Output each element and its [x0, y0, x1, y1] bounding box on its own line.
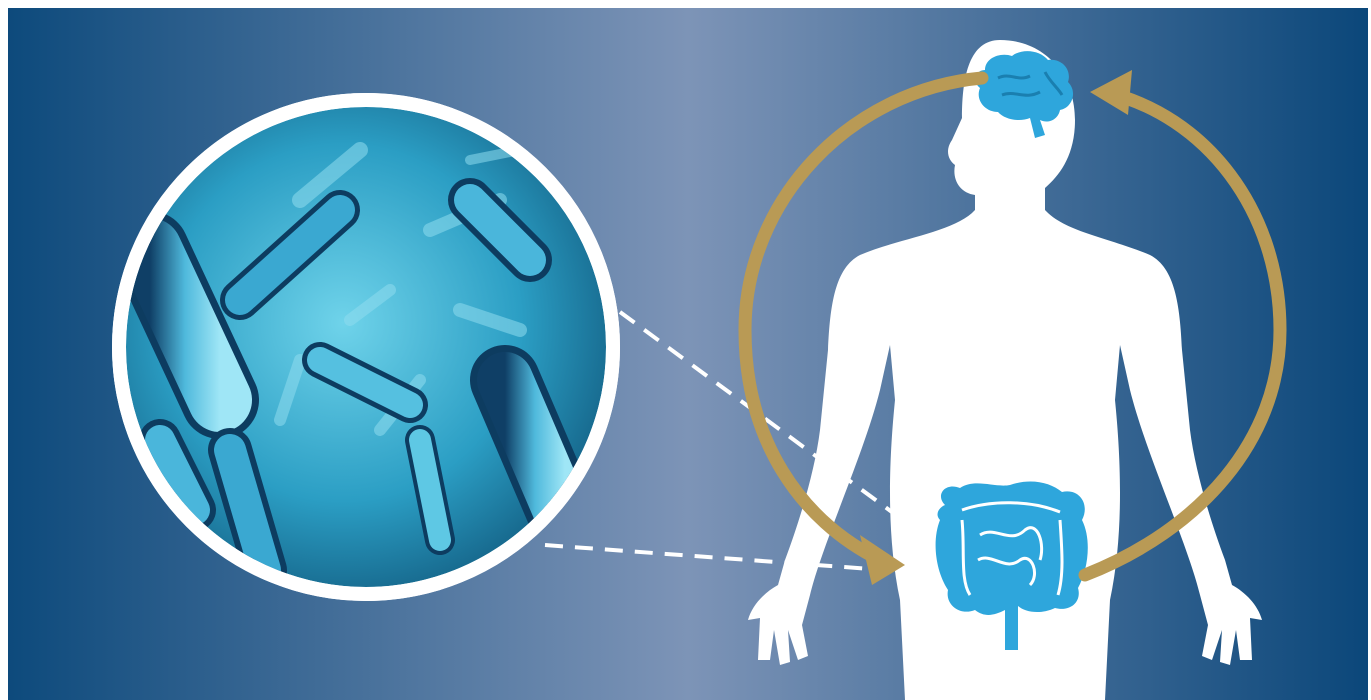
gut-brain-axis-illustration	[0, 0, 1371, 700]
illustration-stage	[0, 0, 1371, 700]
